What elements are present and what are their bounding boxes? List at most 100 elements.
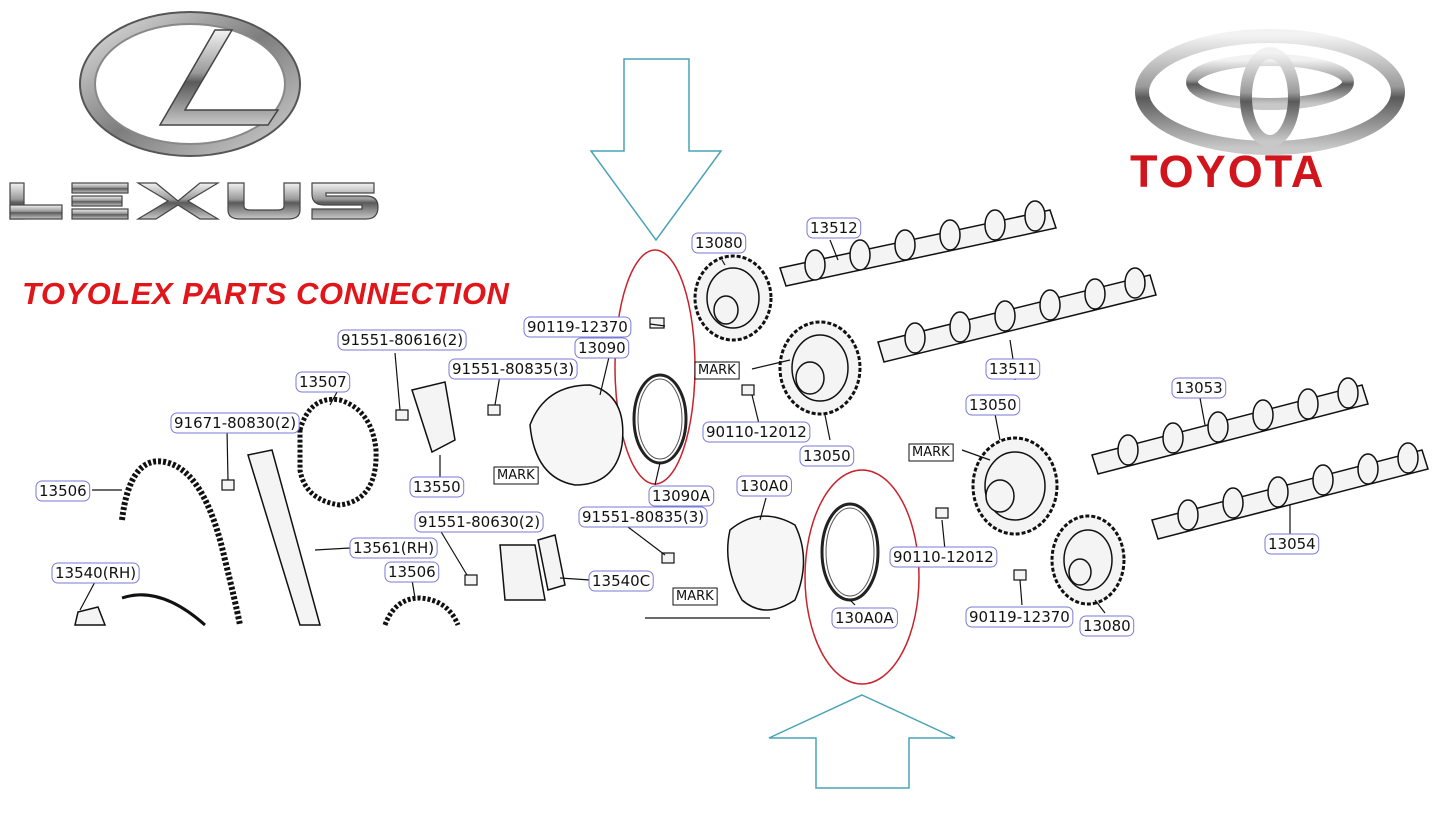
part-label-box <box>337 329 467 351</box>
part-label-box <box>965 394 1021 416</box>
part-label-text: 13540(RH) <box>55 564 136 582</box>
part-label-box <box>799 445 855 467</box>
part-label: 91671-80830(2) <box>170 412 300 434</box>
part-label-box <box>736 475 792 497</box>
part-label-box <box>448 358 578 380</box>
part-label: 13561(RH) <box>349 537 438 559</box>
part-label-box <box>831 607 898 629</box>
part-label-box <box>384 561 440 583</box>
o-ring-13090A-inner <box>637 378 683 460</box>
part-label-text: 13050 <box>803 447 851 465</box>
arrow-up-icon <box>768 694 956 789</box>
part-label-text: 13090 <box>578 339 626 357</box>
toyota-emblem-icon <box>1135 29 1405 155</box>
part-label-text: 13053 <box>1175 379 1223 397</box>
tensioner-13550 <box>411 381 456 454</box>
highlight-ellipse-130A0A <box>804 469 920 685</box>
chain-guide-13561 <box>247 449 321 626</box>
o-ring-13090A <box>632 373 688 465</box>
part-label: 90119-12370 <box>965 606 1074 628</box>
sprocket-13080-top <box>693 254 773 342</box>
cover-130A0 <box>727 515 805 611</box>
part-label: 13050 <box>799 445 855 467</box>
tensioner-13540RH <box>74 606 107 626</box>
part-label: 91551-80630(2) <box>414 511 544 533</box>
part-label-text: 90119-12370 <box>969 608 1070 626</box>
bolts <box>221 317 1027 586</box>
part-label-box <box>35 480 91 502</box>
camshaft-13511 <box>877 267 1157 363</box>
part-label-text: 91551-80835(3) <box>452 360 574 378</box>
part-label-text: 91671-80830(2) <box>174 414 296 432</box>
part-label-text: 13506 <box>39 482 87 500</box>
part-label: 13507 <box>295 371 351 393</box>
part-label: MARK <box>672 587 718 606</box>
part-label-box <box>1171 377 1227 399</box>
part-label: 91551-80616(2) <box>337 329 467 351</box>
part-label-text: MARK <box>698 363 736 378</box>
mark-box <box>493 466 539 485</box>
part-label-box <box>965 606 1074 628</box>
part-label: 13080 <box>1079 615 1135 637</box>
part-label-box <box>1079 615 1135 637</box>
part-label-box <box>295 371 351 393</box>
part-label-text: 13507 <box>299 373 347 391</box>
part-label: 13506 <box>35 480 91 502</box>
part-label: 13054 <box>1264 533 1320 555</box>
part-label-text: 90110-12012 <box>706 423 807 441</box>
part-label-box <box>588 570 654 592</box>
part-label-text: 90110-12012 <box>893 548 994 566</box>
part-label-text: MARK <box>497 468 535 483</box>
mark-box <box>908 443 954 462</box>
part-label-text: 13540C <box>592 572 650 590</box>
part-label-text: 13080 <box>1083 617 1131 635</box>
part-label-text: MARK <box>676 589 714 604</box>
part-label-text: 13550 <box>413 478 461 496</box>
part-label-text: 90119-12370 <box>527 318 628 336</box>
part-label-box <box>523 316 632 338</box>
part-label-text: MARK <box>912 445 950 460</box>
part-label: 13511 <box>985 358 1041 380</box>
part-label: 91551-80835(3) <box>448 358 578 380</box>
part-label-box <box>889 546 998 568</box>
sprocket-13080-right <box>1050 514 1126 606</box>
part-label-text: 91551-80630(2) <box>418 513 540 531</box>
part-label-text: 13050 <box>969 396 1017 414</box>
part-label-box <box>409 476 465 498</box>
part-label-text: 13511 <box>989 360 1037 378</box>
chain-13507 <box>297 396 379 508</box>
part-label-text: 13080 <box>695 234 743 252</box>
part-label-text: 91551-80835(3) <box>582 508 704 526</box>
part-label-text: 13090A <box>652 487 711 505</box>
part-label: MARK <box>694 361 740 380</box>
mark-box <box>672 587 718 606</box>
part-label-box <box>691 232 747 254</box>
tensioner-13540C <box>499 544 546 601</box>
sprocket-13050-right <box>971 436 1059 536</box>
part-label: 13540C <box>588 570 654 592</box>
part-label: 13550 <box>409 476 465 498</box>
chain-guide-left <box>121 593 206 627</box>
sprocket-13050-top <box>778 320 862 416</box>
part-label: 13090 <box>574 337 630 359</box>
part-label-box <box>51 562 140 584</box>
part-label-text: 13512 <box>810 219 858 237</box>
o-ring-130A0A <box>820 502 880 602</box>
camshaft-13054 <box>1151 442 1429 540</box>
part-label-box <box>985 358 1041 380</box>
part-label-text: 130A0A <box>835 609 894 627</box>
part-label-text: 13561(RH) <box>353 539 434 557</box>
part-label-box <box>578 506 708 528</box>
part-label-box <box>170 412 300 434</box>
part-label-box <box>806 217 862 239</box>
sprocket-13506-bottom <box>382 595 461 627</box>
part-label: 90110-12012 <box>889 546 998 568</box>
part-label: 13053 <box>1171 377 1227 399</box>
part-label-box <box>574 337 630 359</box>
o-ring-130A0A-inner <box>825 507 875 597</box>
camshaft-13053 <box>1091 377 1369 475</box>
part-label-box <box>414 511 544 533</box>
part-label-text: 13506 <box>388 563 436 581</box>
camshaft-13512 <box>779 200 1057 287</box>
